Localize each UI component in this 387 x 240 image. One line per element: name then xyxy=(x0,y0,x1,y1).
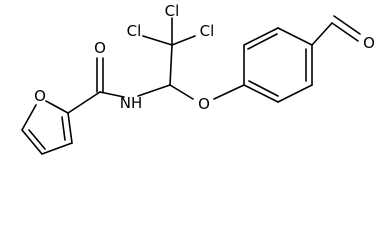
trichloromethyl-group xyxy=(142,17,196,86)
bond xyxy=(21,129,43,155)
benzene-ring xyxy=(243,27,313,103)
furan-ring xyxy=(21,100,73,155)
bond xyxy=(99,91,125,98)
bond xyxy=(67,112,73,144)
bond xyxy=(171,35,196,46)
amide-oxygen-label: O xyxy=(94,39,106,57)
bond xyxy=(213,84,245,100)
chlorine-label-top: Cl xyxy=(165,2,180,20)
bond xyxy=(169,84,194,100)
furan-oxygen-label: O xyxy=(34,87,46,105)
bond xyxy=(41,142,73,155)
bond xyxy=(61,116,66,141)
bond xyxy=(247,33,278,50)
aldehyde-oxygen-label: O xyxy=(363,34,375,52)
bond xyxy=(243,27,279,46)
ether-linkage xyxy=(169,84,245,100)
bond xyxy=(243,84,279,103)
bond xyxy=(169,44,173,86)
amide-group xyxy=(67,57,171,114)
amide-nitrogen-label: NH xyxy=(120,94,143,112)
chemical-structure: O O NH Cl Cl Cl O O xyxy=(21,2,375,155)
ether-oxygen-label: O xyxy=(198,95,210,113)
bond xyxy=(67,91,101,114)
bond xyxy=(248,80,279,97)
bond xyxy=(142,35,173,46)
bond xyxy=(331,22,359,42)
bond xyxy=(333,15,361,35)
chlorine-label-left: Cl xyxy=(127,22,142,40)
chlorine-label-right: Cl xyxy=(200,22,215,40)
bond xyxy=(277,27,313,46)
bond xyxy=(21,104,37,131)
bond xyxy=(277,84,313,103)
bond xyxy=(45,100,69,114)
bond xyxy=(28,129,46,150)
bond xyxy=(137,84,171,97)
aldehyde-group xyxy=(311,15,361,46)
bond xyxy=(311,22,333,46)
